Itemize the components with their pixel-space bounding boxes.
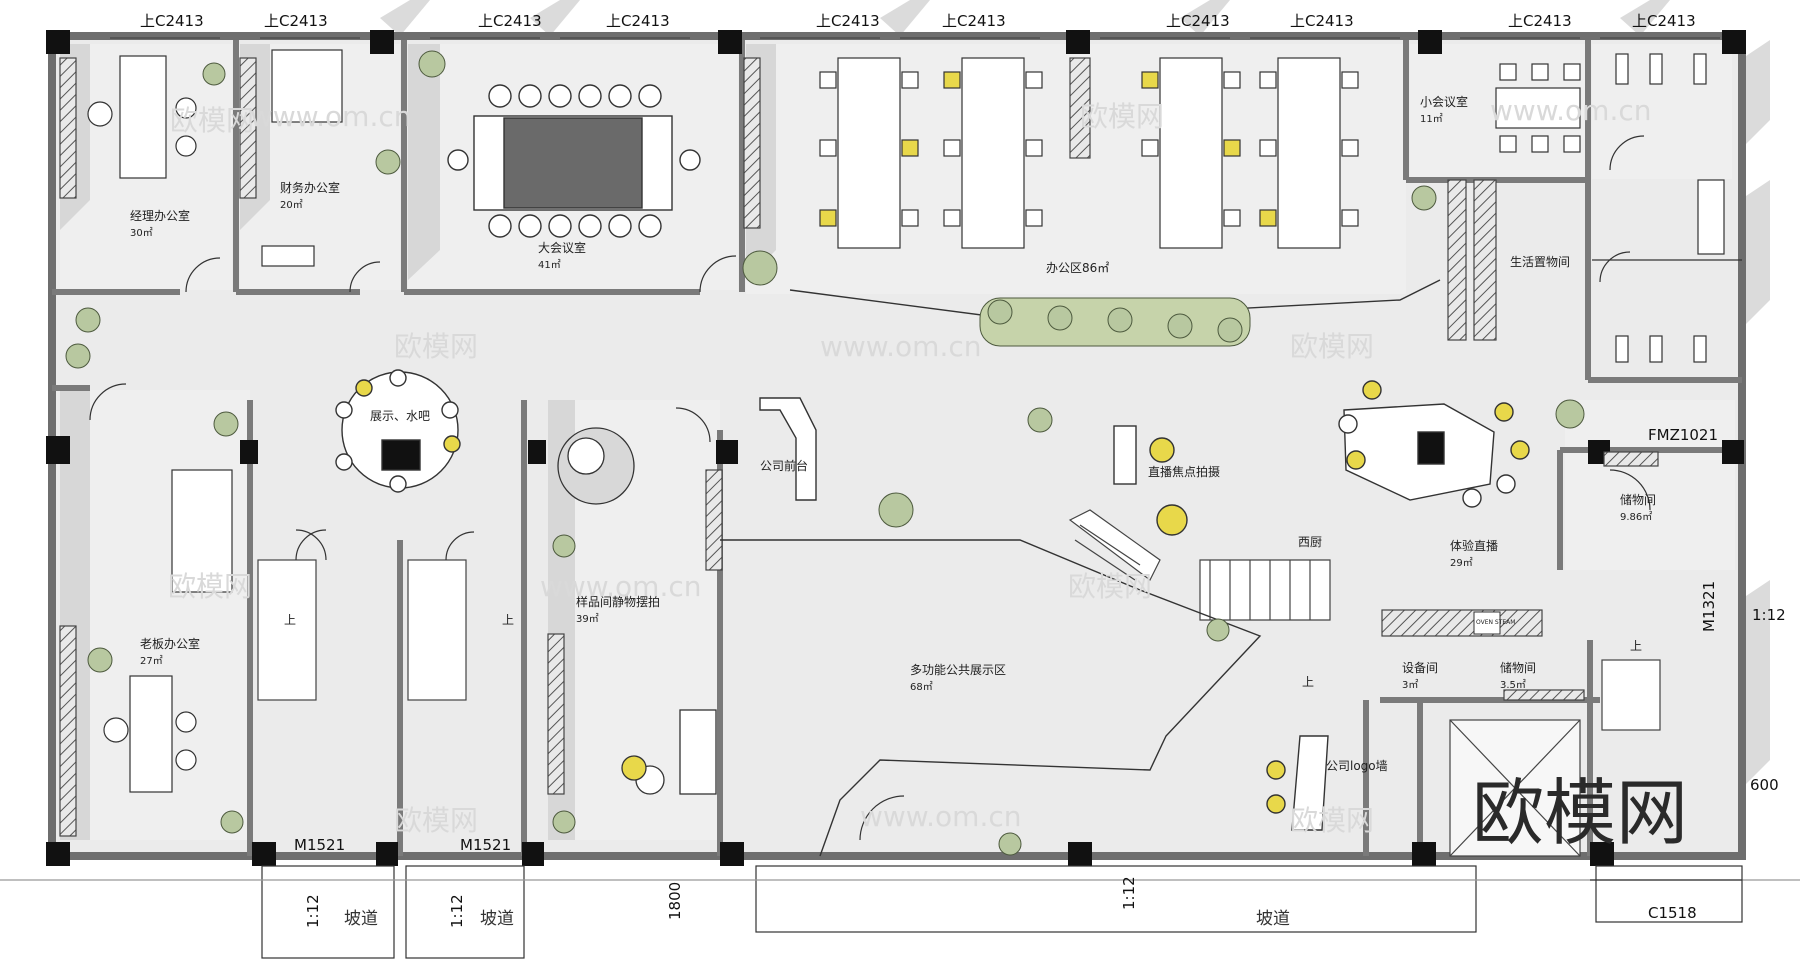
room-area-storage1: 9.86㎡ xyxy=(1620,511,1652,523)
ramp-slope: 1:12 xyxy=(448,894,466,928)
window-labels: 上C2413 上C2413 上C2413 上C2413 上C2413 上C241… xyxy=(140,12,1696,30)
room-area-manager: 30㎡ xyxy=(130,227,153,239)
room-name-finance: 财务办公室 xyxy=(280,180,340,195)
appliance: OVEN STEAM xyxy=(1473,611,1515,635)
window-label: 上C2413 xyxy=(606,12,670,30)
room-area-finance: 20㎡ xyxy=(280,199,303,211)
dimensions: 1800 600 xyxy=(666,776,1779,920)
window-label: 上C2413 xyxy=(942,12,1006,30)
watermark-logo-large: 欧模网 xyxy=(1472,771,1688,855)
room-area-experience: 29㎡ xyxy=(1450,557,1473,569)
room-name-live-focus: 直播焦点拍摄 xyxy=(1148,464,1220,479)
window-label: 上C2413 xyxy=(478,12,542,30)
ramp-slope: 1:12 xyxy=(1120,876,1138,910)
plants xyxy=(65,50,1585,856)
doors xyxy=(89,135,1651,841)
ramp-label: 坡道 xyxy=(1256,909,1290,929)
watermark-url: www.om.cn xyxy=(820,330,981,363)
room-name-boss: 老板办公室 xyxy=(140,636,200,651)
stair-up-mark: 上 xyxy=(1302,675,1314,689)
watermarks: 欧模网 欧模网 欧模网 欧模网 欧模网 欧模网 欧模网 欧模网 www.om.c… xyxy=(168,94,1688,855)
reception-counter xyxy=(759,397,817,501)
room-name-living-storage: 生活置物间 xyxy=(1510,255,1570,269)
room-area-small-meeting: 11㎡ xyxy=(1420,113,1443,125)
room-area-equipment: 3㎡ xyxy=(1402,679,1418,691)
ramp-labels: 坡道 坡道 坡道 1:12 1:12 1:12 1:12 xyxy=(304,606,1786,929)
stair-up-mark: 上 xyxy=(284,613,296,627)
watermark-text: 欧模网 xyxy=(1080,100,1164,133)
window-label: 上C2413 xyxy=(1632,12,1696,30)
office-desks xyxy=(837,57,1581,249)
restrooms xyxy=(1592,53,1742,363)
door-code-fmz: FMZ1021 xyxy=(1648,426,1718,444)
watermark-text: 欧模网 xyxy=(1290,330,1374,363)
office-chairs xyxy=(819,63,1581,227)
watermark-url: www.om.cn xyxy=(1490,94,1651,127)
appliance-label: OVEN STEAM xyxy=(1476,619,1515,626)
door-code-m1521-a: M1521 xyxy=(294,836,345,854)
room-name-display-bar: 展示、水吧 xyxy=(370,409,430,423)
cabinets xyxy=(59,57,1659,837)
logo-wall-desk xyxy=(1266,735,1329,831)
ramp-label: 坡道 xyxy=(344,909,378,929)
watermark-text: 欧模网 xyxy=(394,804,478,837)
stair-up-mark: 上 xyxy=(1630,639,1642,653)
window-label: 上C2413 xyxy=(264,12,328,30)
stair-up-mark: 上 xyxy=(502,613,514,627)
watermark-url: www.om.cn xyxy=(250,100,411,133)
room-name-reception: 公司前台 xyxy=(760,458,808,473)
watermark-text: 欧模网 xyxy=(394,330,478,363)
room-name-logo-wall: 公司logo墙 xyxy=(1326,759,1388,773)
watermark-text: 欧模网 xyxy=(170,104,254,137)
door-labels: M1521 M1521 FMZ1021 M1321 C1518 xyxy=(294,426,1718,922)
room-area-big-meeting: 41㎡ xyxy=(538,259,561,271)
dim-600: 600 xyxy=(1750,776,1779,794)
room-name-experience: 体验直播 xyxy=(1450,538,1498,553)
door-code-c1518: C1518 xyxy=(1648,904,1697,922)
ramp-slope: 1:12 xyxy=(1752,606,1786,624)
room-name-small-meeting: 小会议室 xyxy=(1420,94,1468,109)
window-label: 上C2413 xyxy=(816,12,880,30)
room-name-multi: 多功能公共展示区 xyxy=(910,663,1006,677)
room-area-boss: 27㎡ xyxy=(140,655,163,667)
conference-table xyxy=(447,84,701,238)
watermark-text: 欧模网 xyxy=(1290,804,1374,837)
room-name-west-kitchen: 西厨 xyxy=(1298,535,1322,549)
window-label: 上C2413 xyxy=(1166,12,1230,30)
ramp-label: 坡道 xyxy=(480,909,514,929)
exec-desks xyxy=(87,49,343,793)
stair-up-marks: 上 上 上 上 xyxy=(284,613,1642,689)
room-name-sample: 样品间静物摆拍 xyxy=(576,594,660,609)
room-area-storage2: 3.5㎡ xyxy=(1500,679,1526,691)
sample-lounge xyxy=(557,427,717,795)
door-code-m1321: M1321 xyxy=(1700,581,1718,632)
room-labels: 经理办公室 30㎡ 财务办公室 20㎡ 大会议室 41㎡ 办公区86㎡ 小会议室… xyxy=(130,94,1656,773)
window-label: 上C2413 xyxy=(1290,12,1354,30)
window-label: 上C2413 xyxy=(1508,12,1572,30)
watermark-text: 欧模网 xyxy=(1068,570,1152,603)
watermark-url: www.om.cn xyxy=(540,570,701,603)
room-name-storage1: 储物间 xyxy=(1620,492,1656,507)
room-name-equipment: 设备间 xyxy=(1402,661,1438,675)
door-code-m1521-b: M1521 xyxy=(460,836,511,854)
display-bar xyxy=(335,369,461,493)
room-name-storage2: 储物间 xyxy=(1500,660,1536,675)
room-area-sample: 39㎡ xyxy=(576,613,599,625)
dim-1800: 1800 xyxy=(666,882,684,920)
watermark-url: www.om.cn xyxy=(860,800,1021,833)
ramps xyxy=(0,865,1800,959)
stairs xyxy=(257,509,1661,857)
columns xyxy=(46,30,1746,866)
room-name-office: 办公区86㎡ xyxy=(1046,260,1109,275)
room-name-manager: 经理办公室 xyxy=(130,208,190,223)
room-area-multi: 68㎡ xyxy=(910,681,933,693)
window-label: 上C2413 xyxy=(140,12,204,30)
watermark-text: 欧模网 xyxy=(168,570,252,603)
walls xyxy=(48,32,1746,860)
live-area xyxy=(1113,380,1530,536)
ramp-slope: 1:12 xyxy=(304,894,322,928)
room-name-big-meeting: 大会议室 xyxy=(538,240,586,255)
